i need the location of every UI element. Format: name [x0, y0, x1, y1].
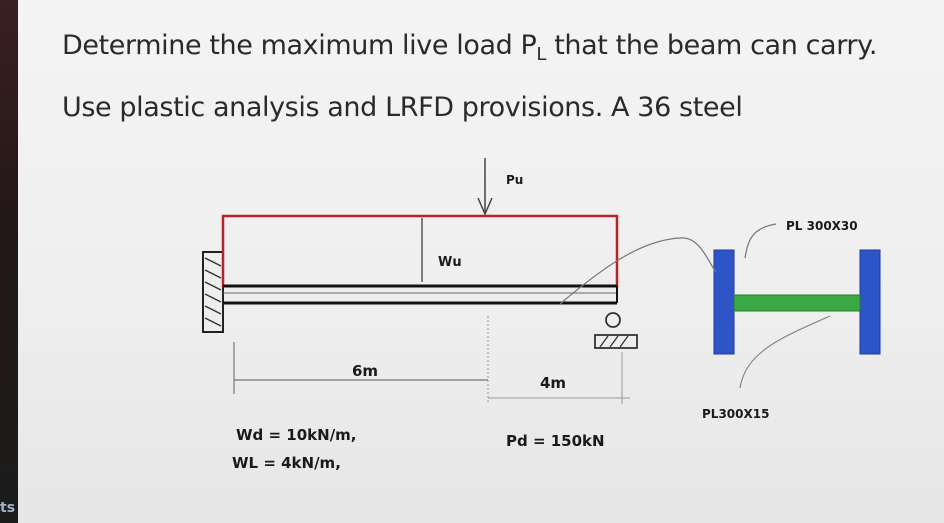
screen	[18, 0, 944, 523]
beam	[223, 284, 618, 305]
flange-plate-label: PL 300X30	[786, 219, 858, 233]
question-line-1-subscript: L	[536, 44, 547, 65]
dead-load-distributed-text: Wd = 10kN/m,	[236, 426, 357, 444]
left-flange-plate	[713, 249, 735, 355]
point-load-arrow	[477, 158, 493, 216]
web-plate-label: PL300X15	[702, 407, 769, 421]
distributed-load-label: Wu	[438, 255, 462, 270]
dead-load-point-text: Pd = 150kN	[506, 432, 605, 450]
dimension-lines	[233, 316, 630, 404]
question-line-1-suffix: that the beam can carry.	[546, 30, 878, 61]
right-flange-plate	[859, 249, 881, 355]
question-line-2: Use plastic analysis and LRFD provisions…	[62, 92, 743, 123]
left-edge-strip	[0, 0, 18, 523]
point-load-label: Pu	[506, 173, 523, 187]
fixed-support	[202, 251, 224, 333]
corner-tag: ts	[0, 500, 16, 516]
live-load-distributed-text: WL = 4kN/m,	[232, 454, 341, 472]
distributed-load-area	[221, 214, 619, 288]
question-line-1: Determine the maximum live load PL that …	[62, 30, 877, 65]
leader-line-flange	[744, 223, 777, 259]
span-left-label: 6m	[352, 362, 378, 380]
leader-line-left	[559, 237, 717, 305]
web-plate	[733, 294, 861, 312]
span-right-label: 4m	[540, 374, 566, 392]
roller-support	[594, 312, 638, 349]
leader-line-web	[739, 315, 831, 389]
question-line-1-prefix: Determine the maximum live load P	[62, 30, 537, 61]
cross-section	[713, 249, 881, 355]
